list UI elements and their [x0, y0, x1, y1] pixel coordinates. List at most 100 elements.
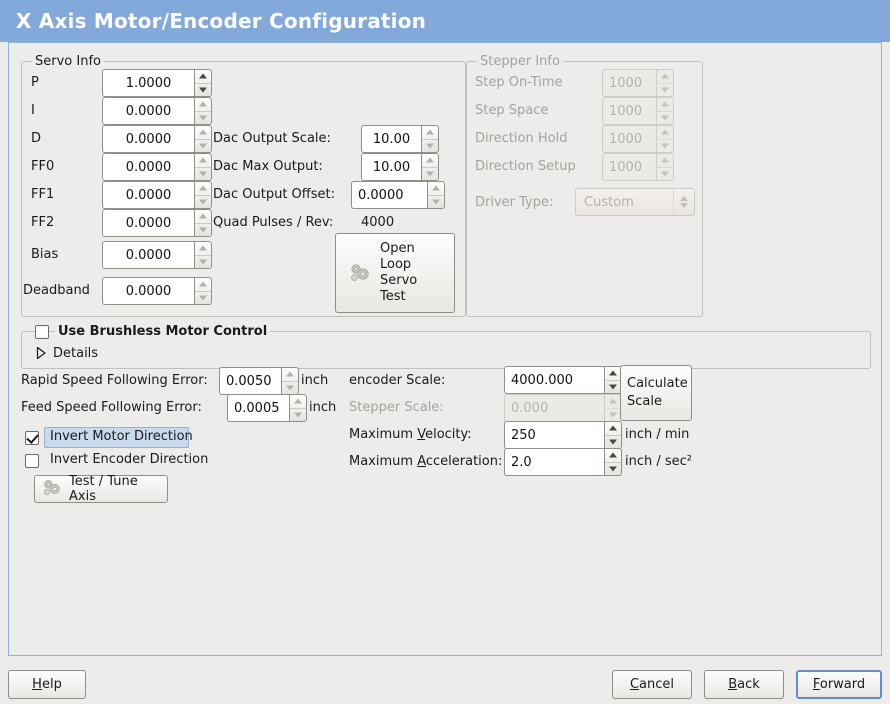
spin-up-icon[interactable] [195, 210, 211, 224]
servo-input-deadband[interactable]: 0.0000 [102, 277, 212, 305]
invert-encoder-direction-checkbox[interactable] [25, 454, 39, 468]
spin-down-icon[interactable] [422, 168, 438, 181]
servo-input-i[interactable]: 0.0000 [102, 97, 212, 125]
spin-up-icon[interactable] [605, 449, 621, 463]
max-acceleration-spinner[interactable] [604, 448, 622, 476]
rapid-following-error-value[interactable]: 0.0050 [219, 367, 281, 395]
spin-down-icon[interactable] [605, 381, 621, 394]
spin-down-icon[interactable] [195, 140, 211, 153]
invert-motor-direction-checkbox[interactable] [25, 431, 39, 445]
servo-input-bias-spinner[interactable] [194, 241, 212, 269]
servo-input-p-spinner[interactable] [194, 69, 212, 97]
servo-input-deadband-spinner[interactable] [194, 277, 212, 305]
open-loop-servo-test-button[interactable]: Open Loop Servo Test [335, 233, 455, 313]
spin-down-icon[interactable] [195, 112, 211, 125]
stepper-input-step-on-time: 1000 [602, 69, 674, 97]
spin-down-icon[interactable] [195, 292, 211, 305]
dac-output-offset-input[interactable]: 0.0000 [351, 181, 445, 209]
feed-following-error-spinner[interactable] [289, 394, 307, 422]
spin-up-icon[interactable] [195, 278, 211, 292]
spin-up-icon[interactable] [422, 154, 438, 168]
dac-output-scale-spinner[interactable] [421, 125, 439, 153]
spin-down-icon[interactable] [290, 409, 306, 422]
calculate-scale-button[interactable]: Calculate Scale [620, 365, 692, 421]
spin-down-icon[interactable] [605, 463, 621, 476]
servo-input-d-value[interactable]: 0.0000 [102, 125, 194, 153]
max-velocity-unit: inch / min [625, 427, 690, 442]
spin-down-icon[interactable] [195, 256, 211, 269]
details-expander-icon[interactable] [35, 345, 47, 361]
servo-input-bias[interactable]: 0.0000 [102, 241, 212, 269]
spin-up-icon[interactable] [428, 182, 444, 196]
rapid-following-error-input[interactable]: 0.0050 [219, 367, 299, 395]
details-label[interactable]: Details [53, 346, 99, 361]
spin-up-icon[interactable] [422, 126, 438, 140]
quad-pulses-label: Quad Pulses / Rev: [213, 215, 334, 230]
spin-up-icon[interactable] [605, 367, 621, 381]
spin-up-icon[interactable] [282, 368, 298, 382]
dac-output-offset-spinner[interactable] [427, 181, 445, 209]
servo-input-ff0[interactable]: 0.0000 [102, 153, 212, 181]
page-title: X Axis Motor/Encoder Configuration [16, 9, 427, 33]
help-button[interactable]: Help [8, 670, 86, 699]
use-brushless-checkbox[interactable] [35, 325, 49, 339]
help-label-post: elp [41, 677, 62, 692]
spin-down-icon[interactable] [282, 382, 298, 395]
servo-input-deadband-value[interactable]: 0.0000 [102, 277, 194, 305]
servo-input-ff0-value[interactable]: 0.0000 [102, 153, 194, 181]
max-velocity-spinner[interactable] [604, 421, 622, 449]
spin-up-icon[interactable] [195, 182, 211, 196]
servo-input-d[interactable]: 0.0000 [102, 125, 212, 153]
spin-down-icon[interactable] [605, 436, 621, 449]
servo-input-p[interactable]: 1.0000 [102, 69, 212, 97]
spin-down-icon[interactable] [195, 196, 211, 209]
spin-up-icon[interactable] [195, 70, 211, 84]
spin-down-icon[interactable] [428, 196, 444, 209]
spin-down-icon[interactable] [195, 224, 211, 237]
servo-input-bias-value[interactable]: 0.0000 [102, 241, 194, 269]
invert-encoder-direction-label[interactable]: Invert Encoder Direction [50, 452, 209, 467]
dac-max-output-spinner[interactable] [421, 153, 439, 181]
servo-input-ff1-spinner[interactable] [194, 181, 212, 209]
max-acceleration-value[interactable]: 2.0 [504, 448, 604, 476]
dac-output-scale-value[interactable]: 10.00 [361, 125, 421, 153]
servo-input-ff1-value[interactable]: 0.0000 [102, 181, 194, 209]
dac-output-offset-value[interactable]: 0.0000 [351, 181, 427, 209]
servo-input-ff0-spinner[interactable] [194, 153, 212, 181]
encoder-scale-input[interactable]: 4000.000 [504, 366, 622, 394]
servo-input-i-spinner[interactable] [194, 97, 212, 125]
max-velocity-input[interactable]: 250 [504, 421, 622, 449]
spin-down-icon[interactable] [195, 84, 211, 97]
encoder-scale-value[interactable]: 4000.000 [504, 366, 604, 394]
invert-motor-direction-label[interactable]: Invert Motor Direction [50, 429, 193, 444]
spin-down-icon[interactable] [195, 168, 211, 181]
spin-up-icon[interactable] [605, 422, 621, 436]
feed-following-error-input[interactable]: 0.0005 [227, 394, 307, 422]
quad-pulses-value: 4000 [361, 215, 395, 230]
back-button[interactable]: Back [704, 670, 784, 699]
encoder-scale-spinner[interactable] [604, 366, 622, 394]
servo-input-ff2-value[interactable]: 0.0000 [102, 209, 194, 237]
spin-up-icon[interactable] [195, 154, 211, 168]
dac-max-output-input[interactable]: 10.00 [361, 153, 439, 181]
max-acceleration-input[interactable]: 2.0 [504, 448, 622, 476]
dac-max-output-value[interactable]: 10.00 [361, 153, 421, 181]
forward-button[interactable]: Forward [796, 670, 882, 699]
servo-input-p-value[interactable]: 1.0000 [102, 69, 194, 97]
cancel-button[interactable]: Cancel [612, 670, 692, 699]
servo-input-ff2-spinner[interactable] [194, 209, 212, 237]
rapid-following-error-spinner[interactable] [281, 367, 299, 395]
max-velocity-value[interactable]: 250 [504, 421, 604, 449]
spin-down-icon[interactable] [422, 140, 438, 153]
spin-up-icon[interactable] [195, 98, 211, 112]
spin-up-icon[interactable] [195, 126, 211, 140]
servo-input-d-spinner[interactable] [194, 125, 212, 153]
servo-input-ff1[interactable]: 0.0000 [102, 181, 212, 209]
spin-up-icon[interactable] [290, 395, 306, 409]
feed-following-error-value[interactable]: 0.0005 [227, 394, 289, 422]
servo-input-i-value[interactable]: 0.0000 [102, 97, 194, 125]
dac-output-scale-input[interactable]: 10.00 [361, 125, 439, 153]
spin-up-icon[interactable] [195, 242, 211, 256]
test-tune-axis-button[interactable]: Test / Tune Axis [34, 474, 168, 504]
servo-input-ff2[interactable]: 0.0000 [102, 209, 212, 237]
